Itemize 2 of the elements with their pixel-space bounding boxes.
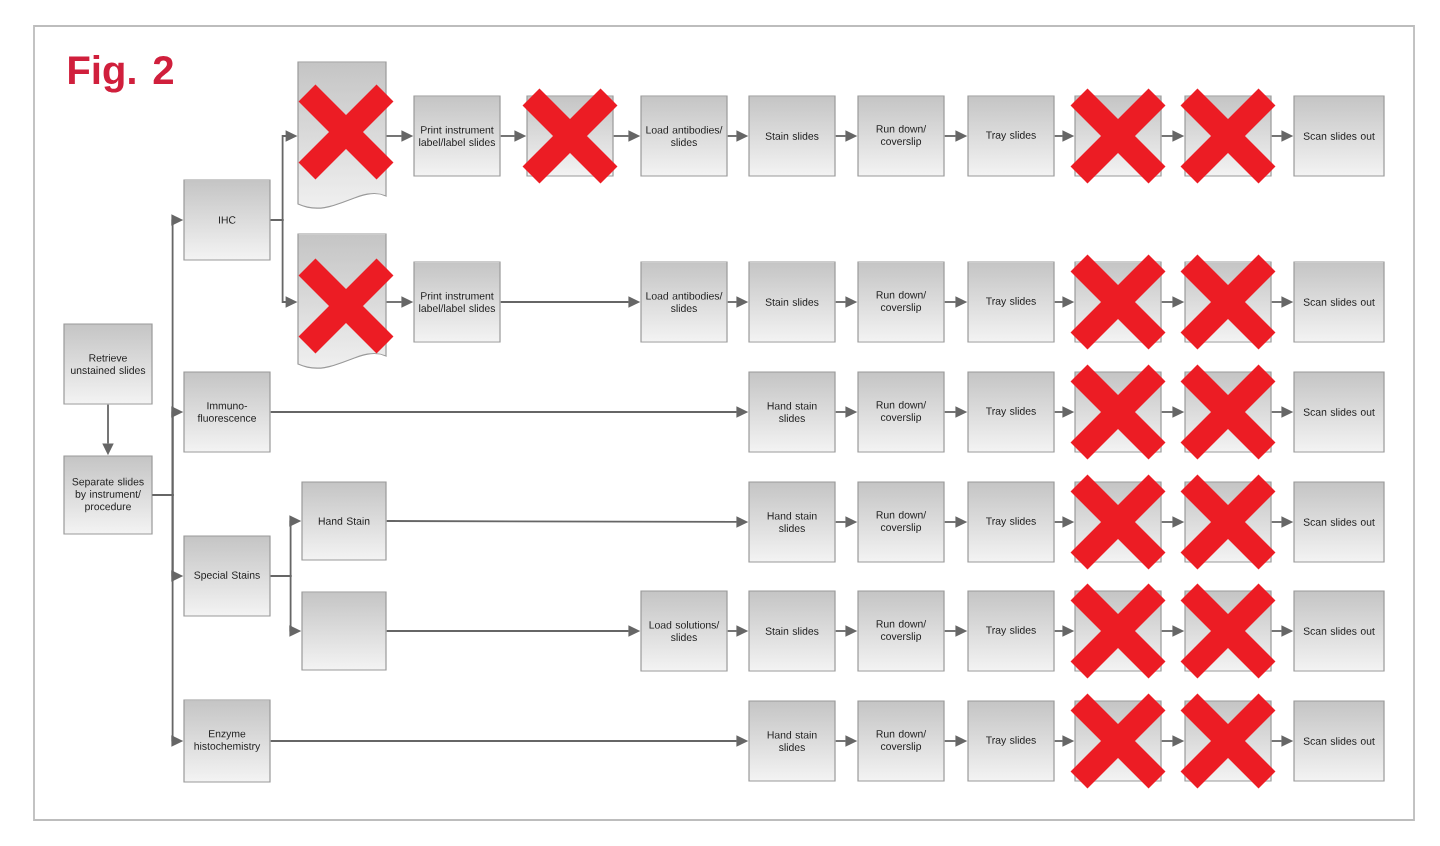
process-box [301, 591, 387, 671]
figure-title: Fig. 2 [69, 55, 173, 93]
